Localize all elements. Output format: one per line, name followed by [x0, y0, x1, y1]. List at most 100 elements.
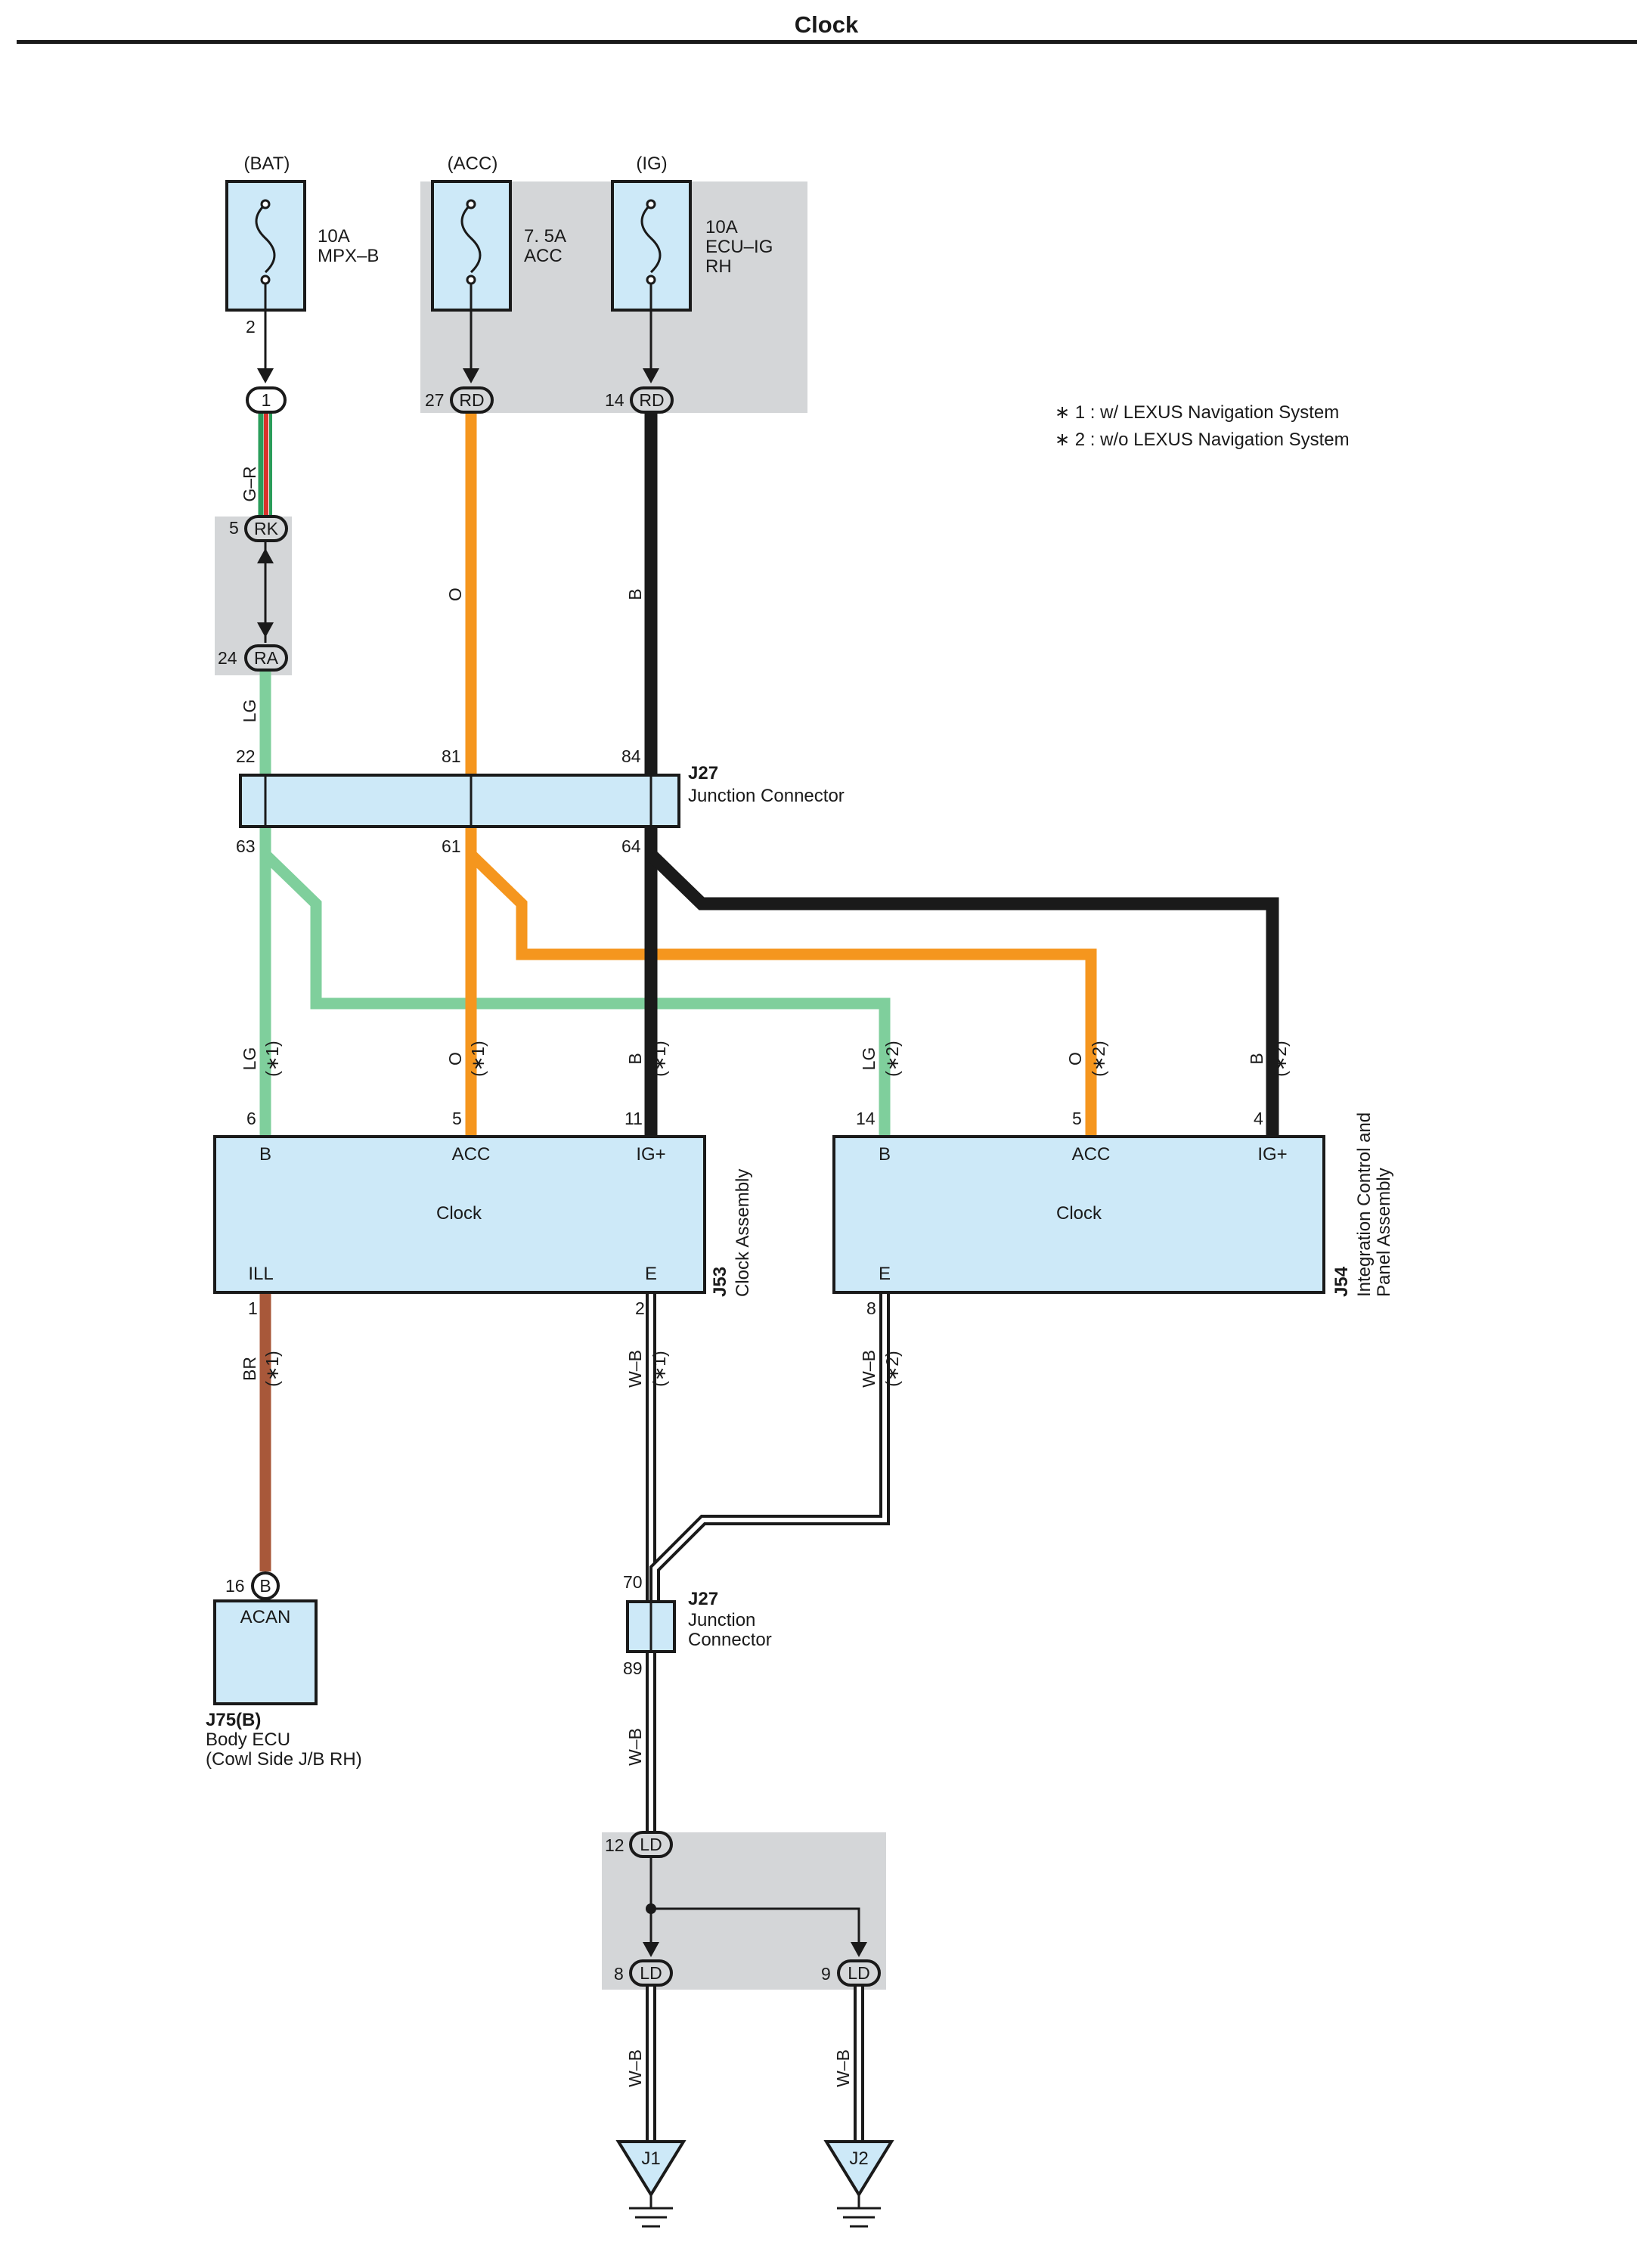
ground-j2-label: J2: [849, 2148, 868, 2169]
connector-ld9-label: LD: [848, 1963, 869, 1983]
j53-term-e: E: [645, 1264, 657, 1284]
j53-pin-acc: 5: [452, 1109, 462, 1128]
j54-code: J54: [1331, 1266, 1352, 1297]
j54-pin-b: 14: [856, 1109, 876, 1128]
wire-note-2: (∗2): [882, 1041, 902, 1076]
fuse-bat-source: (BAT): [244, 154, 290, 174]
ld-splice-branch: [651, 1907, 860, 1955]
wire-label-o: O: [445, 1052, 465, 1066]
body-ecu-code: J75(B): [206, 1710, 261, 1730]
wire-label-br: BR: [240, 1357, 259, 1381]
j54-term-b: B: [879, 1144, 891, 1165]
connector-rk-label: RK: [254, 519, 279, 538]
j54-pin-ig: 4: [1254, 1109, 1263, 1128]
fuse-icon: [255, 203, 276, 274]
connector-b16: [251, 1571, 280, 1600]
connector-ld8-label: LD: [640, 1963, 662, 1983]
arrow-icon: [257, 622, 274, 638]
body-ecu-term: ACAN: [240, 1607, 291, 1627]
fuse-terminal: [646, 199, 656, 209]
j54-term-ig: IG+: [1257, 1144, 1287, 1165]
j27-name: Junction Connector: [688, 786, 845, 806]
fuse-ig-name2: RH: [705, 256, 732, 277]
fuse-acc-rating: 7. 5A: [524, 226, 566, 247]
connector-ld9: [837, 1959, 881, 1987]
j53-label: Clock: [436, 1203, 482, 1224]
fuse-icon: [460, 203, 482, 274]
j54-label: Clock: [1056, 1203, 1102, 1224]
fuse-bat-rating: 10A: [318, 226, 350, 247]
ground-j1-label: J1: [641, 2148, 660, 2169]
arrow-icon: [643, 1942, 659, 1957]
wire-label-b: B: [625, 588, 645, 600]
fuse-terminal: [466, 275, 476, 285]
arrow-icon: [851, 1942, 867, 1957]
body-ecu-j75: [213, 1599, 318, 1705]
wire-note-1: (∗1): [649, 1041, 669, 1076]
wire-b-j54: [646, 849, 1279, 1138]
fuse-terminal: [646, 275, 656, 285]
wire-note-1: (∗1): [262, 1041, 282, 1076]
j27-pin-84: 84: [621, 746, 641, 766]
connector-rd27-pin: 27: [425, 390, 445, 410]
connector-ld12-label: LD: [640, 1835, 662, 1854]
ground-j2: [823, 2140, 894, 2228]
connector-rd27: [450, 386, 494, 414]
j53-term-b: B: [259, 1144, 271, 1165]
wire-label-b: B: [1247, 1053, 1266, 1064]
note-2: ∗ 2 : w/o LEXUS Navigation System: [1055, 430, 1350, 450]
connector-ld12-pin: 12: [605, 1835, 625, 1855]
integration-control-j54: [832, 1135, 1325, 1294]
j27b-pin-top: 70: [623, 1572, 643, 1592]
j54-name2: Panel Assembly: [1374, 1168, 1394, 1297]
j54-term-acc: ACC: [1072, 1144, 1111, 1165]
j53-term-ill: ILL: [248, 1264, 273, 1284]
wire-label-gr: G–R: [240, 466, 259, 501]
j27-code: J27: [688, 763, 718, 783]
j27-pin-61: 61: [442, 836, 461, 856]
connector-ld8: [629, 1959, 673, 1987]
wire-label-lg: LG: [240, 700, 259, 723]
j53-code: J53: [710, 1267, 730, 1297]
j54-pin-acc: 5: [1072, 1109, 1082, 1128]
arrow-icon: [463, 368, 479, 383]
j27-pin-22: 22: [236, 746, 256, 766]
fuse-acc-name: ACC: [524, 246, 563, 266]
wire-note-2: (∗2): [882, 1351, 902, 1386]
j54-name1: Integration Control and: [1354, 1112, 1375, 1297]
fuse-terminal: [260, 199, 271, 209]
j53-pin-b: 6: [246, 1109, 256, 1128]
wire-note-1: (∗1): [262, 1351, 282, 1386]
note-1: ∗ 1 : w/ LEXUS Navigation System: [1055, 402, 1339, 423]
wire-label-wb: W–B: [859, 1350, 879, 1388]
wire-note-1: (∗1): [649, 1351, 669, 1386]
wire-note-2: (∗2): [1270, 1041, 1290, 1076]
page-title: Clock: [795, 11, 859, 38]
j27b-name2: Connector: [688, 1630, 772, 1650]
j53-name: Clock Assembly: [733, 1169, 753, 1297]
connector-rk-pin: 5: [229, 518, 239, 538]
ground-j1: [615, 2140, 687, 2228]
wire-lg-j54: [261, 850, 891, 1138]
connector-ld9-pin: 9: [821, 1964, 831, 1984]
j53-term-ig: IG+: [636, 1144, 665, 1165]
j27-pin-81: 81: [442, 746, 461, 766]
fuse-terminal: [466, 199, 476, 209]
connector-rd27-label: RD: [459, 390, 484, 410]
connector-rd14: [630, 386, 674, 414]
fuse-bat-name: MPX–B: [318, 246, 379, 266]
arrow-icon: [257, 368, 274, 383]
wire-label-wb: W–B: [625, 1350, 645, 1388]
body-ecu-name2: (Cowl Side J/B RH): [206, 1749, 362, 1770]
connector-ld8-pin: 8: [614, 1964, 624, 1984]
body-ecu-pin: 16: [225, 1576, 245, 1596]
wire-wb-j54: [649, 1293, 890, 1602]
j53-pin-ig: 11: [625, 1109, 643, 1128]
wire-label-lg: LG: [240, 1047, 259, 1071]
connector-1: [246, 386, 287, 414]
wire-label-o: O: [445, 588, 465, 601]
j53-pin-ill: 1: [248, 1298, 258, 1318]
j27b-pin-bottom: 89: [623, 1658, 643, 1678]
wire-label-wb: W–B: [625, 1728, 645, 1766]
